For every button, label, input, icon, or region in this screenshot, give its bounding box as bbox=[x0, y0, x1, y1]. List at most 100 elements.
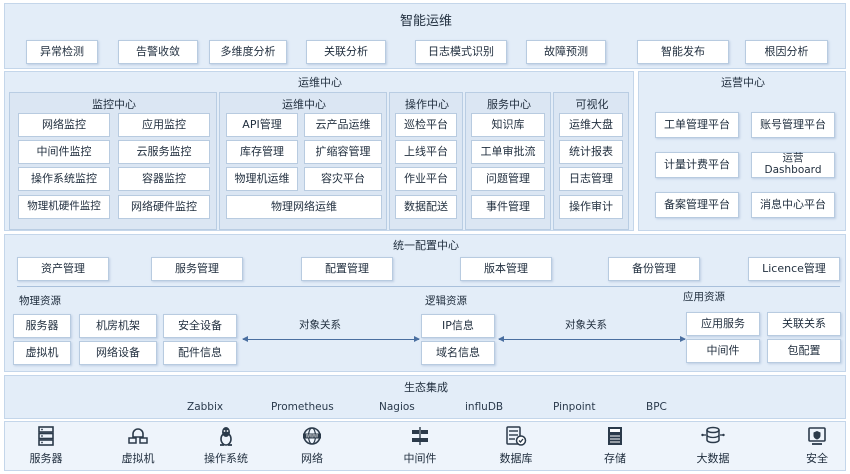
physical-machine-ops[interactable]: 物理机运维 bbox=[226, 167, 298, 191]
container-monitor[interactable]: 容器监控 bbox=[118, 167, 210, 191]
tool-prometheus[interactable]: Prometheus bbox=[271, 401, 334, 413]
message-center-platform[interactable]: 消息中心平台 bbox=[751, 192, 835, 218]
infra-server-label: 服务器 bbox=[29, 452, 63, 465]
ecosystem-panel: 生态集成 Zabbix Prometheus Nagios influDB Pi… bbox=[4, 375, 846, 419]
logical-resources-title: 逻辑资源 bbox=[425, 295, 467, 307]
problem-management[interactable]: 问题管理 bbox=[471, 167, 545, 191]
network-monitor[interactable]: 网络监控 bbox=[18, 113, 110, 137]
licence-management[interactable]: Licence管理 bbox=[748, 257, 840, 281]
os-monitor[interactable]: 操作系统监控 bbox=[18, 167, 110, 191]
service-management[interactable]: 服务管理 bbox=[151, 257, 243, 281]
network-device[interactable]: 网络设备 bbox=[79, 341, 157, 365]
association-relation[interactable]: 关联关系 bbox=[767, 312, 841, 336]
storage-icon bbox=[580, 426, 650, 446]
infra-network[interactable]: WWW 网络 bbox=[277, 426, 347, 466]
infra-server[interactable]: 服务器 bbox=[11, 426, 81, 466]
accessory-info[interactable]: 配件信息 bbox=[163, 341, 237, 365]
application-service[interactable]: 应用服务 bbox=[686, 312, 760, 336]
domain-info[interactable]: 域名信息 bbox=[421, 341, 495, 365]
cloud-product-ops[interactable]: 云产品运维 bbox=[304, 113, 382, 137]
capability-alert-convergence[interactable]: 告警收敛 bbox=[118, 40, 198, 64]
metering-billing-platform[interactable]: 计量计费平台 bbox=[655, 152, 739, 178]
operation-center-title: 操作中心 bbox=[405, 98, 449, 111]
operation-audit[interactable]: 操作审计 bbox=[559, 195, 623, 219]
capability-multidim-analysis[interactable]: 多维度分析 bbox=[209, 40, 287, 64]
scaling-management[interactable]: 扩缩容管理 bbox=[304, 140, 382, 164]
capability-log-pattern[interactable]: 日志模式识别 bbox=[415, 40, 507, 64]
physical-server[interactable]: 服务器 bbox=[13, 314, 71, 338]
inspection-platform[interactable]: 巡检平台 bbox=[395, 113, 457, 137]
account-management-platform[interactable]: 账号管理平台 bbox=[751, 112, 835, 138]
svg-text:WWW: WWW bbox=[306, 434, 318, 439]
virtual-machine[interactable]: 虚拟机 bbox=[13, 341, 71, 365]
tool-pinpoint[interactable]: Pinpoint bbox=[553, 401, 596, 413]
middleware-app[interactable]: 中间件 bbox=[686, 339, 760, 363]
linux-penguin-icon bbox=[191, 426, 261, 446]
physical-network-ops[interactable]: 物理网络运维 bbox=[226, 195, 382, 219]
infra-middleware[interactable]: 中间件 bbox=[385, 426, 455, 466]
asset-management[interactable]: 资产管理 bbox=[17, 257, 109, 281]
statistics-report[interactable]: 统计报表 bbox=[559, 140, 623, 164]
cloud-service-monitor[interactable]: 云服务监控 bbox=[118, 140, 210, 164]
visualization-title: 可视化 bbox=[575, 98, 609, 111]
capability-root-cause[interactable]: 根因分析 bbox=[745, 40, 828, 64]
ecosystem-title: 生态集成 bbox=[404, 381, 448, 394]
network-hw-monitor[interactable]: 网络硬件监控 bbox=[118, 195, 210, 219]
tool-zabbix[interactable]: Zabbix bbox=[187, 401, 224, 413]
inventory-management[interactable]: 库存管理 bbox=[226, 140, 298, 164]
disaster-recovery-platform[interactable]: 容灾平台 bbox=[304, 167, 382, 191]
package-config[interactable]: 包配置 bbox=[767, 339, 841, 363]
business-center-title: 运营中心 bbox=[721, 76, 765, 89]
ip-info[interactable]: IP信息 bbox=[421, 314, 495, 338]
config-divider bbox=[17, 286, 840, 287]
capability-anomaly-detection[interactable]: 异常检测 bbox=[26, 40, 98, 64]
business-center-panel: 运营中心 工单管理平台 账号管理平台 计量计费平台 运营 Dashboard 备… bbox=[638, 71, 846, 231]
object-relation-left-label: 对象关系 bbox=[299, 319, 341, 331]
infra-database-label: 数据库 bbox=[499, 452, 533, 465]
infra-bigdata-label: 大数据 bbox=[696, 452, 730, 465]
version-management[interactable]: 版本管理 bbox=[460, 257, 552, 281]
aiops-panel: 智能运维 异常检测 告警收敛 多维度分析 关联分析 日志模式识别 故障预测 智能… bbox=[4, 3, 846, 69]
infra-bigdata[interactable]: 大数据 bbox=[678, 426, 748, 466]
tool-infludb[interactable]: influDB bbox=[465, 401, 504, 413]
config-center-title: 统一配置中心 bbox=[393, 239, 459, 252]
server-icon bbox=[11, 426, 81, 446]
ticket-management-platform[interactable]: 工单管理平台 bbox=[655, 112, 739, 138]
operation-center-panel: 操作中心 巡检平台 上线平台 作业平台 数据配送 bbox=[389, 92, 463, 230]
tool-bpc[interactable]: BPC bbox=[646, 401, 667, 413]
release-platform[interactable]: 上线平台 bbox=[395, 140, 457, 164]
middleware-monitor[interactable]: 中间件监控 bbox=[18, 140, 110, 164]
machine-room-rack[interactable]: 机房机架 bbox=[79, 314, 157, 338]
infra-network-label: 网络 bbox=[301, 452, 323, 465]
capability-correlation-analysis[interactable]: 关联分析 bbox=[306, 40, 386, 64]
vm-icon bbox=[103, 426, 173, 446]
infra-security[interactable]: 安全 bbox=[782, 426, 850, 466]
security-device[interactable]: 安全设备 bbox=[163, 314, 237, 338]
ops-center-title: 运维中心 bbox=[298, 76, 342, 89]
configuration-management[interactable]: 配置管理 bbox=[301, 257, 393, 281]
infra-vm[interactable]: 虚拟机 bbox=[103, 426, 173, 466]
infra-database[interactable]: 数据库 bbox=[481, 426, 551, 466]
app-monitor[interactable]: 应用监控 bbox=[118, 113, 210, 137]
service-center-panel: 服务中心 知识库 工单审批流 问题管理 事件管理 bbox=[465, 92, 551, 230]
ticket-approval-flow[interactable]: 工单审批流 bbox=[471, 140, 545, 164]
job-platform[interactable]: 作业平台 bbox=[395, 167, 457, 191]
infra-os[interactable]: 操作系统 bbox=[191, 426, 261, 466]
ops-dashboard[interactable]: 运维大盘 bbox=[559, 113, 623, 137]
physical-hw-monitor[interactable]: 物理机硬件监控 bbox=[18, 195, 110, 219]
infra-storage[interactable]: 存储 bbox=[580, 426, 650, 466]
operations-dashboard[interactable]: 运营 Dashboard bbox=[751, 152, 835, 178]
api-management[interactable]: API管理 bbox=[226, 113, 298, 137]
infra-vm-label: 虚拟机 bbox=[121, 452, 155, 465]
tool-nagios[interactable]: Nagios bbox=[379, 401, 415, 413]
capability-fault-prediction[interactable]: 故障预测 bbox=[526, 40, 606, 64]
filing-management-platform[interactable]: 备案管理平台 bbox=[655, 192, 739, 218]
knowledge-base[interactable]: 知识库 bbox=[471, 113, 545, 137]
data-delivery[interactable]: 数据配送 bbox=[395, 195, 457, 219]
event-management[interactable]: 事件管理 bbox=[471, 195, 545, 219]
infra-middleware-label: 中间件 bbox=[403, 452, 437, 465]
capability-smart-release[interactable]: 智能发布 bbox=[637, 40, 729, 64]
backup-management[interactable]: 备份管理 bbox=[608, 257, 700, 281]
log-management[interactable]: 日志管理 bbox=[559, 167, 623, 191]
database-icon bbox=[481, 426, 551, 446]
